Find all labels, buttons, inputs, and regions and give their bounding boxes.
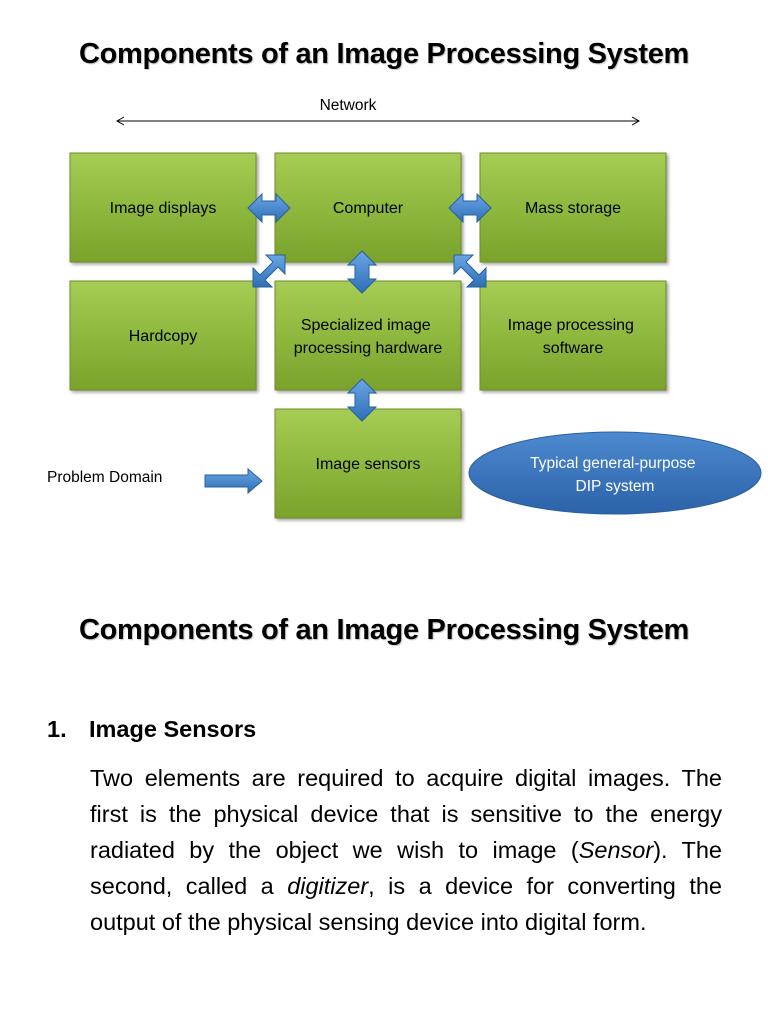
double-arrow-icon: [346, 250, 378, 294]
box-specialized-hardware-label: Specialized image processing hardware: [294, 317, 443, 357]
components-diagram: Network Image displays Computer Mass sto…: [47, 97, 762, 519]
slide2-title: Components of an Image Processing System: [78, 614, 690, 646]
right-arrow-icon: [204, 467, 263, 495]
double-arrow-icon: [247, 192, 291, 224]
box-image-displays: Image displays: [69, 152, 257, 263]
box-specialized-hardware: Specialized image processing hardware: [274, 280, 462, 391]
box-mass-storage: Mass storage: [479, 152, 667, 263]
paragraph-text: , is a device for converting the output …: [90, 873, 722, 935]
box-hardcopy: Hardcopy: [69, 280, 257, 391]
box-mass-storage-label: Mass storage: [525, 200, 621, 217]
paragraph-text: ). The second, called a: [90, 837, 722, 899]
box-image-sensors-label: Image sensors: [316, 456, 421, 473]
list-item-number: 1.: [47, 716, 67, 742]
box-computer-label: Computer: [333, 200, 404, 217]
box-image-displays-label: Image displays: [110, 200, 217, 217]
sensor-term: Sensor: [578, 837, 654, 863]
box-image-processing-software-label: Image processing software: [508, 317, 639, 357]
paragraph-text: Two elements are required to acquire dig…: [90, 765, 722, 863]
dip-system-label: Typical general-purpose DIP system: [530, 455, 700, 495]
box-image-sensors: Image sensors: [274, 408, 462, 519]
box-computer: Computer: [274, 152, 462, 263]
diagonal-arrow-icon: [453, 254, 487, 288]
slide1-title: Components of an Image Processing System: [78, 38, 690, 70]
double-arrow-icon: [346, 378, 378, 422]
problem-domain-label: Problem Domain: [47, 469, 162, 486]
box-image-processing-software: Image processing software: [479, 280, 667, 391]
list-item-heading: 1. Image Sensors: [47, 716, 256, 743]
box-hardcopy-label: Hardcopy: [129, 328, 197, 345]
image-sensors-paragraph: Two elements are required to acquire dig…: [90, 760, 722, 940]
network-label: Network: [320, 97, 377, 114]
network-connector: [115, 116, 641, 126]
double-arrow-icon: [448, 192, 492, 224]
digitizer-term: digitizer: [287, 873, 369, 899]
dip-system-ellipse: Typical general-purpose DIP system: [468, 431, 762, 515]
diagonal-arrow-icon: [252, 254, 286, 288]
list-item-title: Image Sensors: [89, 716, 257, 742]
